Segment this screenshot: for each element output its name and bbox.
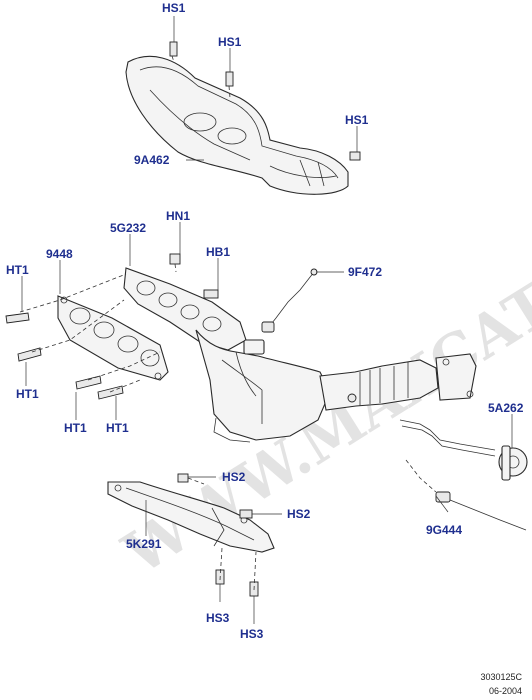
callout-9448: 9448	[46, 247, 73, 261]
callout-ht1-d: HT1	[106, 421, 129, 435]
upper-heat-shield	[125, 55, 349, 195]
drawing-number: 3030125C	[480, 672, 522, 682]
oxygen-sensor-downstream	[405, 459, 527, 531]
callout-heat-shield-upper: 9A462	[134, 153, 170, 167]
callout-hs2-a: HS2	[222, 470, 246, 484]
callout-ht1-a: HT1	[6, 263, 29, 277]
callout-hs1-top: HS1	[162, 1, 186, 15]
callout-hs3-a: HS3	[206, 611, 230, 625]
callout-hn1: HN1	[166, 209, 190, 223]
callout-hb1: HB1	[206, 245, 230, 259]
callout-9g444: 9G444	[426, 523, 462, 537]
manifold-gasket	[57, 295, 169, 381]
front-exhaust-pipe	[319, 353, 477, 411]
callout-hs1-mid: HS1	[218, 35, 242, 49]
bolt-set-hs3	[215, 569, 259, 597]
callout-hs2-b: HS2	[287, 507, 311, 521]
callout-5g232: 5G232	[110, 221, 146, 235]
drawing-date: 06-2004	[488, 686, 522, 696]
bolt-hb1	[203, 289, 219, 299]
callout-5k291: 5K291	[126, 537, 162, 551]
bolt-set-hs1	[169, 41, 361, 161]
oxygen-sensor-upstream	[261, 268, 318, 333]
callout-hs1-right: HS1	[345, 113, 369, 127]
nut-hn1	[169, 253, 181, 265]
callout-ht1-b: HT1	[16, 387, 39, 401]
lower-heat-shield	[107, 481, 275, 553]
exhaust-manifold	[123, 267, 331, 443]
callout-hs3-b: HS3	[240, 627, 264, 641]
exhaust-mount	[399, 419, 528, 481]
callout-ht1-c: HT1	[64, 421, 87, 435]
callout-5a262: 5A262	[488, 401, 524, 415]
callout-9f472: 9F472	[348, 265, 382, 279]
